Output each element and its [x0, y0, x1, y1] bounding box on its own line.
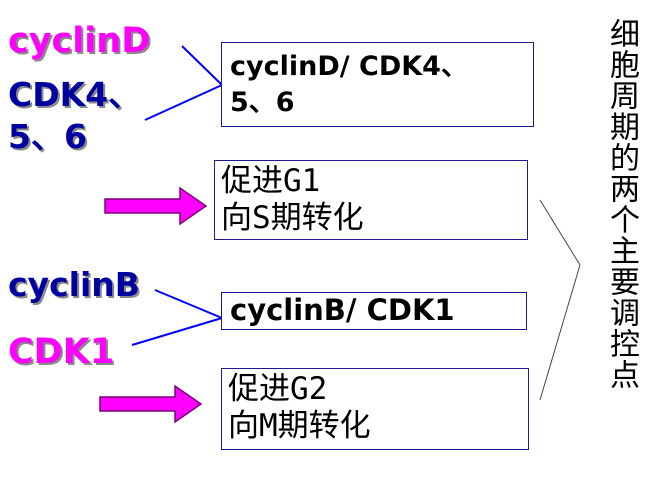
box-promote-g2: 促进G2 向M期转化	[221, 368, 529, 450]
box-cyclinb-cdk1-text: cyclinB/ CDK1	[230, 293, 455, 327]
box-promote-g1: 促进G1 向S期转化	[214, 160, 528, 240]
connector-line-cyclind	[181, 45, 223, 86]
label-cyclind: cyclinD	[8, 21, 151, 61]
box-cyclinb-cdk1: cyclinB/ CDK1	[221, 292, 527, 330]
bracket-line-top	[539, 199, 581, 266]
box-cyclind-cdk4-line2: 5、6	[230, 87, 295, 118]
vertical-title: 细胞周期的两个主要调控点	[604, 18, 639, 390]
box-promote-g1-line1: 促进G1	[221, 163, 321, 199]
box-cyclind-cdk4-line1: cyclinD/ CDK4、	[230, 51, 468, 82]
box-promote-g2-line2: 向M期转化	[228, 408, 371, 444]
connector-line-cdk4	[144, 84, 223, 121]
label-cyclinb: cyclinB	[8, 265, 140, 304]
box-cyclind-cdk4: cyclinD/ CDK4、 5、6	[221, 42, 534, 127]
bracket-line-bottom	[539, 264, 581, 401]
connector-line-cyclinb	[154, 289, 223, 319]
label-cdk1: CDK1	[8, 332, 115, 372]
arrow-g2	[99, 384, 203, 424]
label-cdk4-sub: 5、6	[8, 117, 87, 156]
connector-line-cdk1	[131, 317, 223, 346]
box-promote-g1-line2: 向S期转化	[221, 200, 364, 236]
arrow-g1	[104, 186, 208, 226]
box-promote-g2-line1: 促进G2	[228, 371, 328, 407]
label-cdk4: CDK4、	[8, 75, 142, 114]
